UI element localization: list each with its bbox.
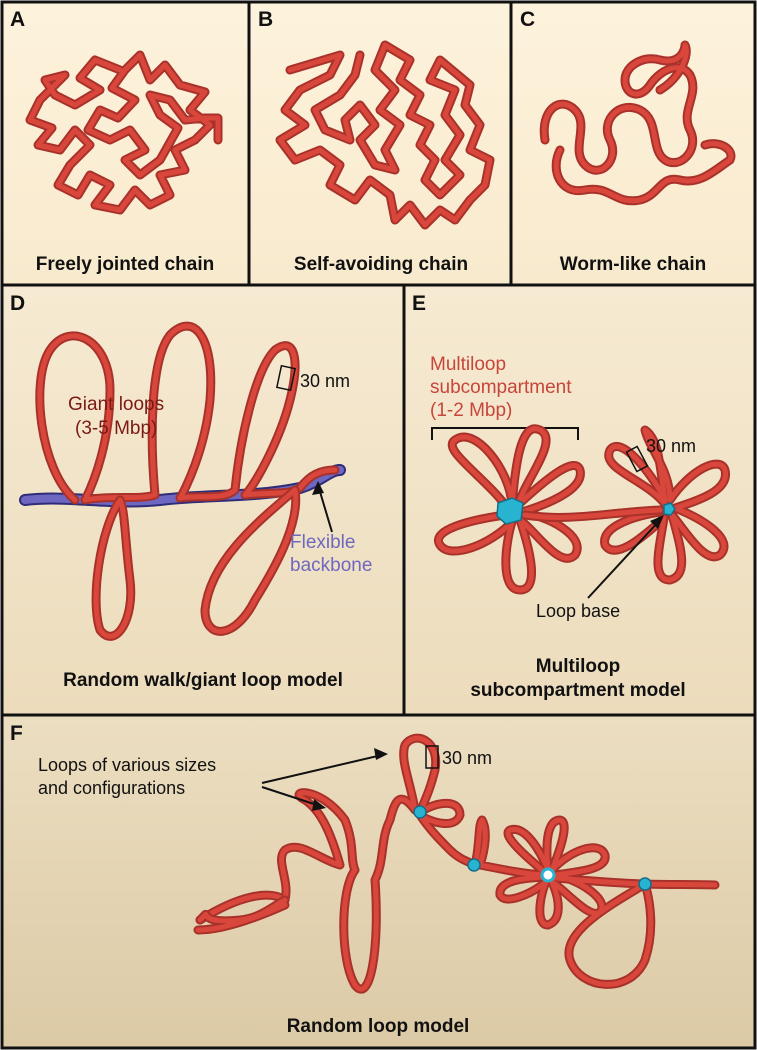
loops-arrow-1: [261, 754, 383, 784]
loop-base-left: [496, 497, 524, 525]
giant-loops-label-1: Giant loops: [68, 394, 164, 415]
backbone-label-2: backbone: [290, 555, 372, 576]
giant-loops-label-2: (3-5 Mbp): [75, 418, 157, 439]
subcompartment-label-2: subcompartment: [430, 377, 572, 398]
worm-like-chain: [539, 40, 736, 206]
scale-bar-f: [425, 745, 439, 769]
panel-f-caption: Random loop model: [287, 1016, 470, 1037]
loop-base-arrow: [587, 519, 661, 599]
panel-c-letter: C: [520, 8, 535, 31]
panel-a-letter: A: [10, 8, 25, 31]
loop-base-arrowhead: [650, 515, 664, 529]
freely-jointed-chain: [25, 50, 223, 215]
loop-base-right: [663, 502, 676, 516]
backbone-label-1: Flexible: [290, 532, 355, 553]
panel-e-caption-2: subcompartment model: [470, 680, 685, 701]
panel-f-scale-label: 30 nm: [442, 748, 492, 768]
panel-e-caption-1: Multiloop: [536, 656, 620, 677]
panel-e-letter: E: [412, 292, 426, 315]
loop-base-f-1: [413, 805, 427, 819]
loops-arrow-2: [261, 786, 321, 807]
panel-d-caption: Random walk/giant loop model: [63, 670, 343, 691]
panel-e-scale-label: 30 nm: [646, 436, 696, 456]
loops-arrowhead-1: [374, 748, 388, 760]
scale-bar-d: [275, 364, 297, 392]
backbone-arrowhead: [312, 481, 324, 495]
self-avoiding-chain: [275, 40, 495, 230]
giant-loops: [35, 321, 340, 641]
random-loop-chain: [193, 733, 720, 994]
panel-a-caption: Freely jointed chain: [36, 254, 214, 275]
panel-d-letter: D: [10, 292, 25, 315]
loop-base-f-3: [540, 867, 556, 883]
subcompartment-label-3: (1-2 Mbp): [430, 400, 512, 421]
rosette-link: [520, 505, 665, 522]
panel-b-letter: B: [258, 8, 273, 31]
scale-bar-e: [625, 445, 649, 473]
subcompartment-label-1: Multiloop: [430, 354, 506, 375]
panel-d-scale-label: 30 nm: [300, 371, 350, 391]
loops-label-1: Loops of various sizes: [38, 755, 216, 775]
panel-c-caption: Worm-like chain: [560, 254, 706, 275]
loops-arrowhead-2: [312, 799, 326, 811]
loop-base-f-2: [467, 858, 481, 872]
loops-label-2: and configurations: [38, 778, 185, 798]
subcompartment-bracket: [431, 427, 579, 440]
panel-b-caption: Self-avoiding chain: [294, 254, 468, 275]
loop-base-f-4: [638, 877, 652, 891]
panel-f-letter: F: [10, 722, 23, 745]
loop-base-label: Loop base: [536, 601, 620, 621]
